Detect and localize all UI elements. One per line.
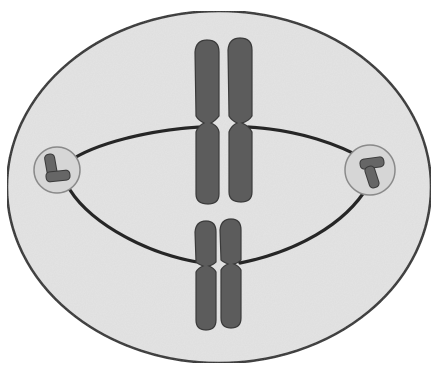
chromatid-long-right bbox=[228, 38, 252, 202]
chromatid-short-left bbox=[195, 221, 216, 330]
centrosome-right bbox=[345, 145, 395, 195]
centrosome-left bbox=[34, 147, 80, 193]
chromatid-short-right bbox=[220, 219, 241, 328]
centriole-left-b-icon bbox=[46, 170, 71, 182]
